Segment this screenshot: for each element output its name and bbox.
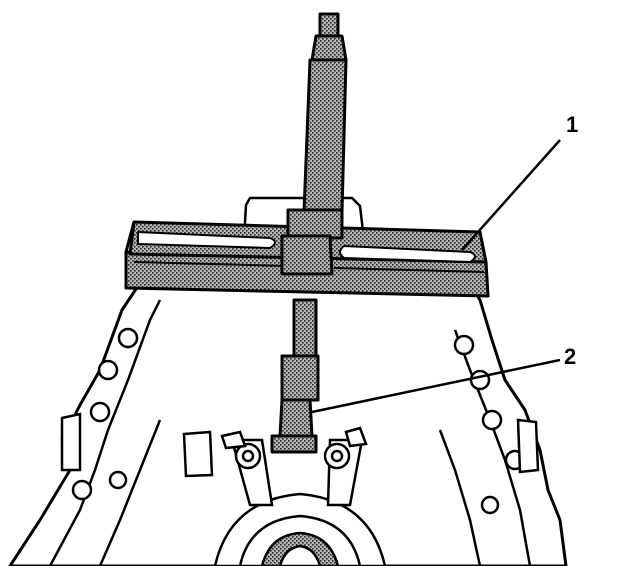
case-lugs xyxy=(60,412,540,478)
leader-line-2 xyxy=(311,358,561,414)
support-cage xyxy=(220,426,368,507)
case-flange xyxy=(48,299,532,566)
forcing-screw xyxy=(270,12,348,454)
callout-label-1: 1 xyxy=(566,112,579,137)
callout-label-2: 2 xyxy=(564,344,577,369)
leader-line-1 xyxy=(461,139,561,251)
bearing-housing xyxy=(213,492,387,566)
